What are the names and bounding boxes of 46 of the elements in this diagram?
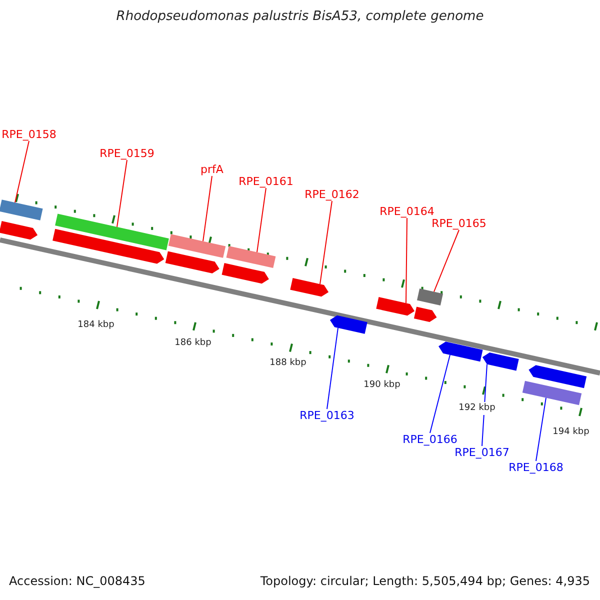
scale-label: 194 kbp (552, 426, 590, 439)
gene-block (482, 352, 519, 371)
gene-block (290, 278, 329, 297)
gene-label: RPE_0161 (238, 175, 294, 188)
gene-block (222, 263, 269, 284)
scale-label: 188 kbp (270, 357, 306, 370)
scale-label: 186 kbp (174, 337, 212, 350)
gene-label: prfA (200, 163, 224, 176)
gene-label: RPE_0164 (380, 205, 434, 218)
leader-line (202, 176, 212, 242)
gene-bar (0, 200, 43, 220)
gene-block (528, 365, 587, 388)
gene-block (0, 221, 38, 240)
chart-title: Rhodopseudomonas palustris BisA53, complete genome (116, 10, 484, 23)
leader-line (326, 327, 338, 410)
gene-block (414, 306, 437, 322)
gene-block (330, 315, 368, 334)
leader-line (434, 230, 460, 292)
leader-line (406, 218, 408, 304)
scale-label: 184 kbp (78, 319, 114, 332)
footer-text: Topology: circular; Length: 5,505,494 bp; Genes: 4,935 (260, 575, 590, 588)
gene-bar (55, 214, 169, 250)
gene-label: RPE_0158 (2, 128, 56, 141)
gene-bar (522, 380, 582, 406)
leader-line (256, 188, 266, 253)
footer-text: Accession: NC_008435 (9, 575, 146, 588)
gene-label: RPE_0165 (432, 217, 486, 230)
gene-bar (226, 246, 276, 268)
leader-line (14, 140, 30, 204)
scale-label: 192 kbp (458, 402, 496, 415)
gene-label: RPE_0168 (508, 461, 564, 474)
leader-line (536, 397, 546, 462)
gene-label: RPE_0159 (100, 147, 154, 160)
gene-block (52, 228, 164, 264)
leader-line (320, 200, 332, 285)
gene-bar (168, 234, 226, 258)
scale-label: 190 kbp (364, 379, 400, 392)
gene-block (438, 342, 483, 362)
leader-line (430, 354, 450, 434)
gene-label: RPE_0163 (300, 409, 354, 422)
gene-label: RPE_0167 (454, 446, 510, 459)
gene-block (165, 251, 220, 274)
gene-label: RPE_0162 (304, 188, 360, 201)
gene-bar (416, 288, 444, 306)
leader-line (116, 160, 128, 228)
gene-label: RPE_0166 (402, 433, 458, 446)
